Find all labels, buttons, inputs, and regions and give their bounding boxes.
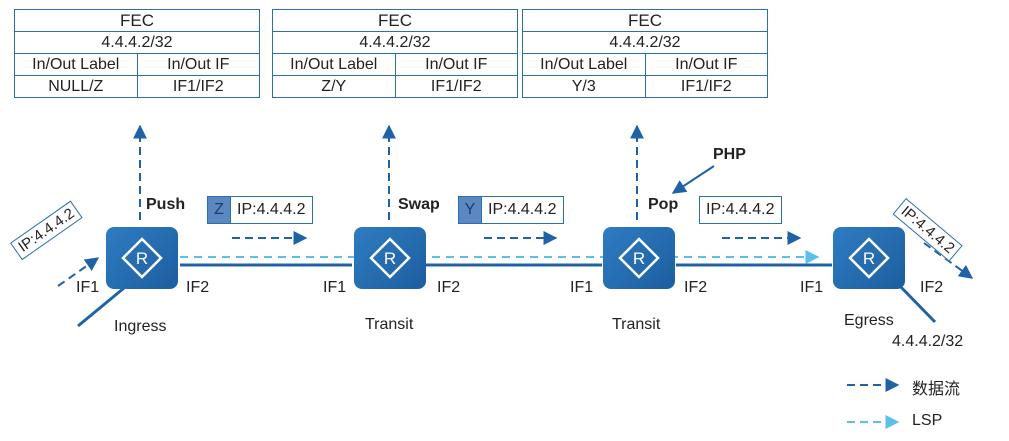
transit2-if1: IF1 (570, 279, 594, 296)
egress-prefix: 4.4.4.2/32 (892, 333, 964, 350)
router-ingress[interactable]: R (106, 227, 178, 289)
transit1-if1: IF1 (323, 279, 347, 296)
mpls-label: Y (459, 197, 482, 223)
col-label-header: In/Out Label (522, 53, 646, 76)
packet-ip: IP:4.4.4.2 (237, 201, 306, 218)
link-out-egress (894, 280, 937, 324)
ingress-if1: IF1 (76, 279, 100, 296)
svg-text:R: R (633, 249, 645, 268)
if-value: IF1/IF2 (644, 75, 768, 98)
col-label-header: In/Out Label (14, 53, 138, 76)
router-name-ingress: Ingress (114, 318, 167, 335)
router-icon: R (121, 237, 163, 279)
legend-dataflow-label: 数据流 (912, 381, 961, 398)
fec-header: FEC (272, 9, 518, 32)
fec-value: 4.4.4.2/32 (14, 31, 260, 54)
col-label-header: In/Out Label (272, 53, 396, 76)
fec-header: FEC (14, 9, 260, 32)
packet-ip: IP:4.4.4.2 (706, 201, 775, 218)
svg-text:R: R (136, 249, 148, 268)
label-value: Y/3 (522, 75, 646, 98)
router-egress[interactable]: R (833, 227, 905, 289)
router-name-egress: Egress (844, 312, 894, 329)
router-icon: R (848, 237, 890, 279)
col-if-header: In/Out IF (394, 53, 518, 76)
packet-ip: IP:4.4.4.2 (488, 201, 557, 218)
svg-text:R: R (863, 249, 875, 268)
router-name-transit-1: Transit (365, 316, 414, 333)
egress-if1: IF1 (800, 279, 824, 296)
packet-ip-only: IP:4.4.4.2 (699, 196, 782, 224)
egress-if2: IF2 (920, 279, 944, 296)
col-if-header: In/Out IF (644, 53, 768, 76)
packet-label-y: Y IP:4.4.4.2 (458, 196, 564, 224)
op-pop: Pop (648, 196, 679, 213)
router-name-transit-2: Transit (612, 316, 661, 333)
svg-text:R: R (384, 249, 396, 268)
transit2-if2: IF2 (684, 279, 708, 296)
packet-label-z: Z IP:4.4.4.2 (207, 196, 313, 224)
legend-lsp-label: LSP (912, 412, 943, 429)
label-value: NULL/Z (14, 75, 138, 98)
col-if-header: In/Out IF (136, 53, 260, 76)
op-php: PHP (713, 146, 746, 163)
ingress-if2: IF2 (186, 279, 210, 296)
fec-value: 4.4.4.2/32 (272, 31, 518, 54)
router-icon: R (618, 237, 660, 279)
if-value: IF1/IF2 (136, 75, 260, 98)
label-value: Z/Y (272, 75, 396, 98)
fec-value: 4.4.4.2/32 (522, 31, 768, 54)
transit1-if2: IF2 (437, 279, 461, 296)
mpls-label: Z (208, 197, 231, 223)
op-swap: Swap (398, 196, 440, 213)
php-arrow (671, 165, 715, 194)
link-in-ingress (77, 286, 125, 328)
if-value: IF1/IF2 (394, 75, 518, 98)
op-push: Push (146, 196, 186, 213)
dataflow-arrow-in (57, 257, 100, 287)
fec-header: FEC (522, 9, 768, 32)
router-transit-1[interactable]: R (354, 227, 426, 289)
router-transit-2[interactable]: R (603, 227, 675, 289)
router-icon: R (369, 237, 411, 279)
